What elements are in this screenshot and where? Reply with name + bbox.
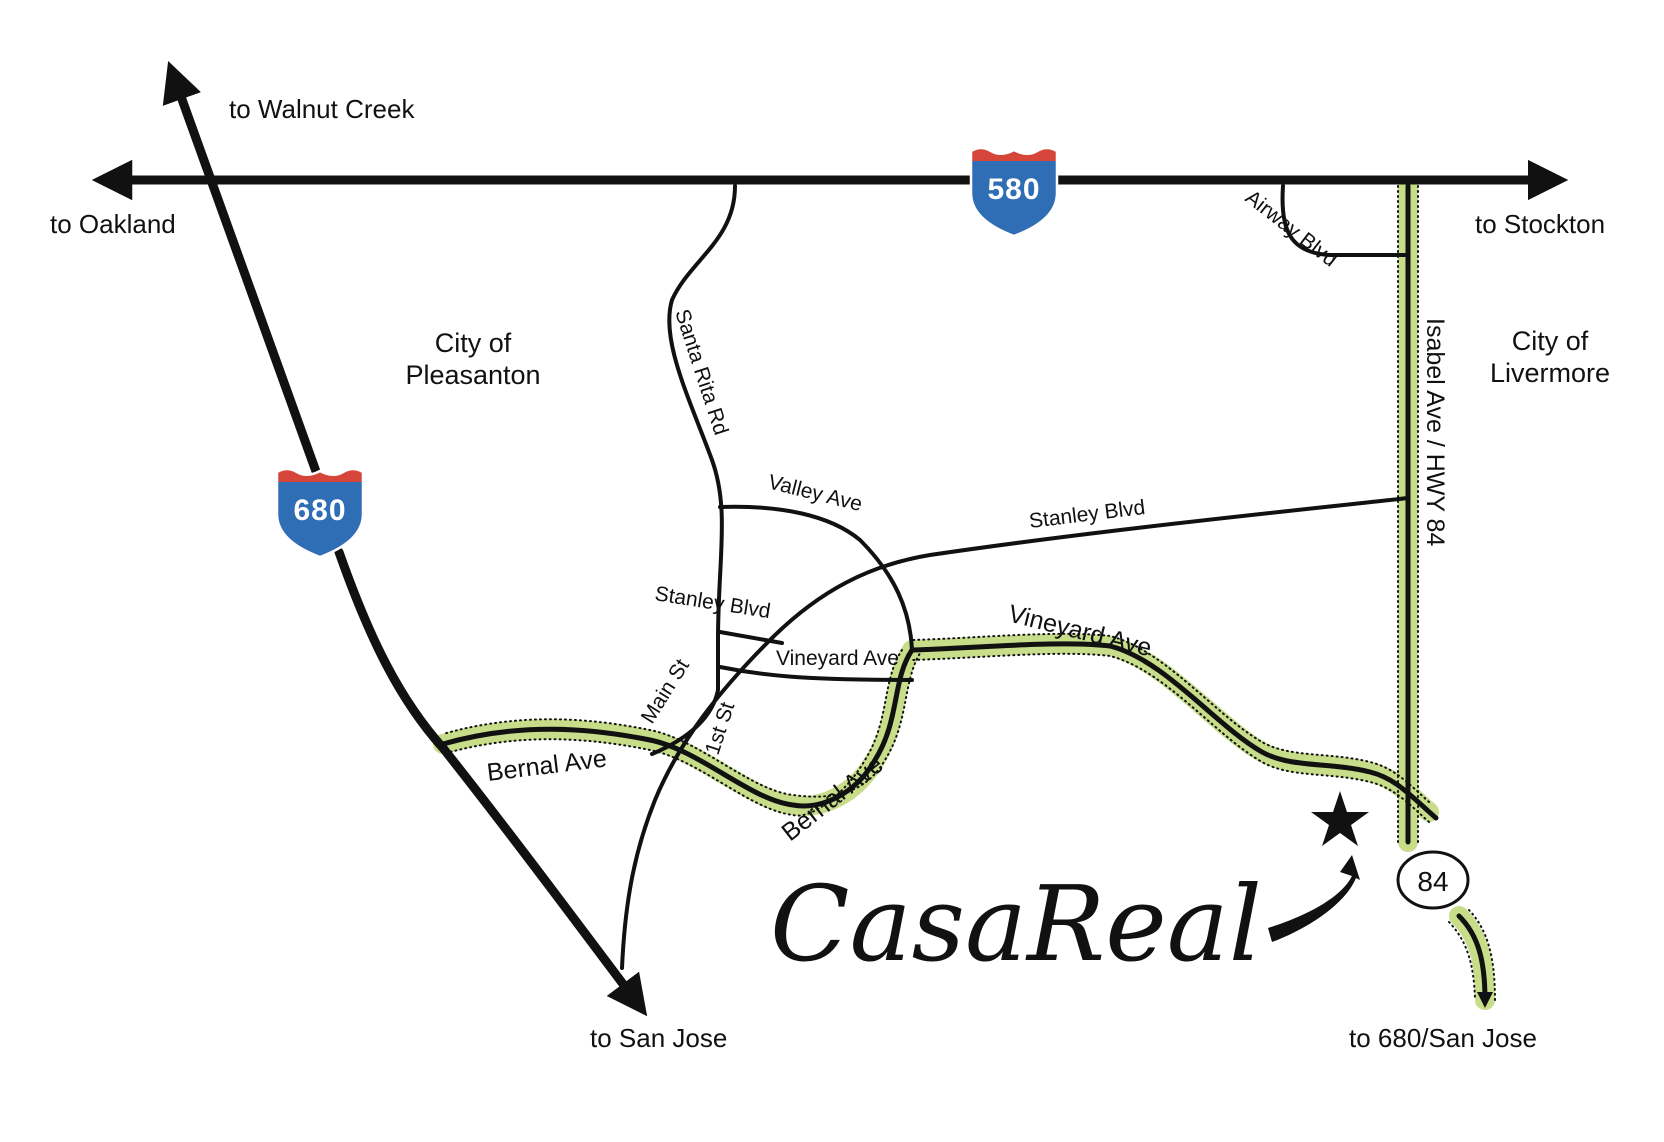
stanley-blvd-west-road (718, 630, 784, 645)
stanley-blvd-road (620, 496, 1410, 970)
livermore-city-label-line2: Livermore (1490, 358, 1610, 388)
hwy84-route-marker-icon: 84 (1396, 850, 1470, 910)
valley-ave-road (718, 504, 914, 652)
oakland-label: to Oakland (50, 209, 176, 239)
i680-south-freeway (334, 547, 648, 1017)
stanley-blvd-west-label: Stanley Blvd (653, 582, 772, 623)
1st-st-label: 1st St (701, 699, 740, 757)
isabel-ave-label: Isabel Ave / HWY 84 (1421, 318, 1449, 546)
i680-north-freeway (162, 60, 323, 482)
local-roads (620, 184, 1410, 970)
freeways (91, 60, 1569, 1017)
hwy84-south-road (1456, 913, 1493, 1008)
bernal-ave-road (440, 647, 915, 809)
i580-shield-label: 580 (987, 173, 1040, 206)
stockton-label: to Stockton (1475, 209, 1605, 239)
i580-shield-icon: 580 (969, 146, 1059, 238)
main-st-label: Main St (637, 655, 694, 728)
vineyard-ave-small-label: Vineyard Ave (776, 647, 899, 670)
pleasanton-city-label-line1: City of (435, 328, 512, 358)
walnut-creek-label: to Walnut Creek (229, 94, 415, 124)
pointer-arrow-icon (1268, 855, 1360, 942)
airway-blvd-label: Airway Blvd (1241, 186, 1342, 272)
i680-shield-label: 680 (293, 494, 346, 527)
i680-shield-icon: 680 (275, 467, 365, 559)
star-icon (1311, 791, 1369, 846)
highlighted-route (433, 176, 1496, 1010)
san-jose-label: to San Jose (590, 1023, 727, 1053)
vineyard-ave-west-road (718, 665, 914, 682)
airway-blvd-road (1280, 184, 1410, 257)
bernal-ave-west-label: Bernal Ave (485, 744, 608, 786)
san-jose-680-label: to 680/San Jose (1349, 1023, 1537, 1053)
pleasanton-city-label-line2: Pleasanton (405, 360, 540, 390)
casa-real-venue-name: CasaReal (770, 863, 1262, 985)
livermore-city-label-line1: City of (1512, 326, 1589, 356)
hwy84-route-label: 84 (1417, 866, 1448, 897)
vineyard-ave-road (909, 641, 1439, 821)
